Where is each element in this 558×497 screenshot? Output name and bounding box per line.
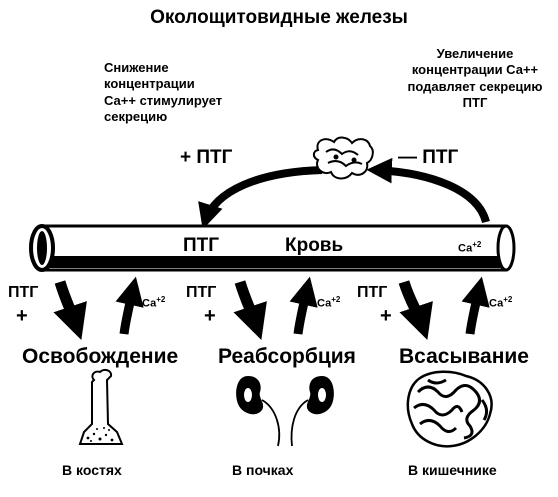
- diagram-title: Околощитовидные железы: [150, 7, 408, 28]
- kidney-location-label: В почках: [232, 462, 294, 478]
- note-low-line-3: Са++ стимулирует: [104, 92, 223, 108]
- kidney-pth-label: ПТГ: [186, 284, 217, 301]
- blood-vessel: [29, 224, 516, 272]
- bone-pth-label: ПТГ: [8, 284, 39, 301]
- note-high-calcium: Увеличение концентрации Са++ подавляет с…: [380, 46, 558, 111]
- note-low-calcium: Снижение концентрации Са++ стимулирует с…: [104, 60, 304, 125]
- intestine-pth-label: ПТГ: [357, 284, 388, 301]
- bone-up-arrow: [115, 276, 144, 335]
- intestine-calcium-label: Са+2: [489, 295, 512, 311]
- note-low-line-4: секрецию: [104, 108, 168, 124]
- note-low-line-1: Снижение: [104, 60, 169, 75]
- feedback-arrow-right: [366, 157, 490, 224]
- vessel-calcium-charge: +2: [472, 240, 482, 249]
- kidneys-icon: [236, 376, 334, 447]
- bone-calcium-label: Са+2: [142, 295, 165, 311]
- vessel-blood-label: Кровь: [285, 235, 344, 256]
- positive-feedback-label: + ПТГ: [180, 147, 233, 168]
- kidney-calcium-charge: +2: [331, 295, 341, 304]
- kidney-plus-sign: +: [204, 305, 216, 327]
- intestine-location-label: В кишечнике: [408, 462, 497, 478]
- bone-location-label: В костях: [62, 462, 122, 478]
- note-high-line-4: ПТГ: [462, 94, 488, 110]
- vessel-calcium-label: Са+2: [458, 240, 481, 256]
- negative-feedback-label: — ПТГ: [398, 147, 459, 168]
- intestine-calcium-charge: +2: [503, 295, 513, 304]
- note-high-line-3: подавляет секрецию: [407, 78, 543, 94]
- intestine-up-arrow: [461, 276, 490, 335]
- note-high-line-1: Увеличение: [436, 46, 514, 61]
- bone-plus-sign: +: [16, 305, 28, 327]
- transfer-arrows: [53, 276, 490, 341]
- note-high-line-2: концентрации Са++: [411, 62, 539, 78]
- vessel-pth-label: ПТГ: [183, 235, 220, 256]
- intestine-icon: [406, 370, 493, 448]
- bone-process-label: Освобождение: [22, 345, 179, 368]
- kidney-calcium-symbol: Са: [317, 297, 332, 310]
- bone-icon: [78, 368, 124, 445]
- kidney-calcium-label: Са+2: [317, 295, 340, 311]
- feedback-arrow-left: [198, 166, 323, 230]
- vessel-calcium-symbol: Са: [458, 242, 473, 255]
- bone-calcium-charge: +2: [156, 295, 166, 304]
- intestine-calcium-symbol: Са: [489, 297, 504, 310]
- bone-down-arrow: [53, 280, 87, 341]
- parathyroid-gland-icon: [312, 136, 374, 180]
- intestine-down-arrow: [398, 280, 433, 341]
- kidney-up-arrow: [289, 276, 318, 335]
- kidney-process-label: Реабсорбция: [218, 345, 356, 368]
- note-low-line-2: концентрации: [104, 76, 195, 92]
- kidney-down-arrow: [233, 280, 267, 341]
- intestine-process-label: Всасывание: [399, 345, 529, 368]
- intestine-plus-sign: +: [380, 305, 392, 327]
- bone-calcium-symbol: Са: [142, 297, 157, 310]
